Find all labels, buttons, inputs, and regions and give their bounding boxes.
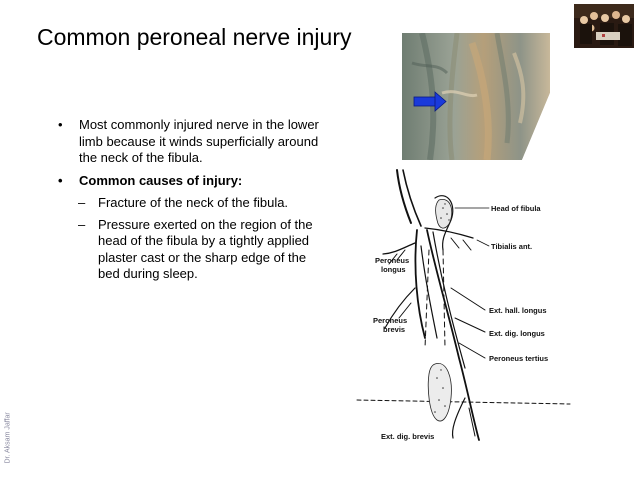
label-ext-dig-brevis: Ext. dig. brevis xyxy=(381,432,435,441)
dash-icon: – xyxy=(78,216,86,232)
label-peroneus-longus-line1: Peroneus xyxy=(375,256,410,265)
sub-bullet-item: – Fracture of the neck of the fibula. xyxy=(58,195,320,212)
bullet-text: Common causes of injury: xyxy=(79,172,243,188)
thumbnail-painting-image xyxy=(574,4,634,48)
slide-title: Common peroneal nerve injury xyxy=(37,24,352,50)
bullet-item: • Common causes of injury: xyxy=(58,173,320,190)
sub-bullet-text: Pressure exerted on the region of the he… xyxy=(98,216,313,282)
author-credit: Dr. Aksam Jaffar xyxy=(4,412,12,464)
label-head-of-fibula: Head of fibula xyxy=(491,204,541,213)
label-tibialis-ant: Tibialis ant. xyxy=(491,242,533,251)
nerve-diagram: Head of fibula Tibialis ant. Peroneus lo… xyxy=(355,168,585,448)
label-peroneus-tertius: Peroneus tertius xyxy=(489,354,549,363)
label-peroneus-longus-line2: longus xyxy=(381,265,406,274)
bullet-item: • Most commonly injured nerve in the low… xyxy=(58,117,320,167)
bullet-text: Most commonly injured nerve in the lower… xyxy=(79,117,319,165)
label-peroneus-brevis-line1: Peroneus xyxy=(373,316,408,325)
label-ext-dig-longus: Ext. dig. longus xyxy=(489,329,545,338)
bullet-list: • Most commonly injured nerve in the low… xyxy=(58,117,320,288)
sub-bullet-item: – Pressure exerted on the region of the … xyxy=(58,217,320,283)
label-ext-hall-longus: Ext. hall. longus xyxy=(489,306,547,315)
blue-arrow-icon xyxy=(413,91,447,112)
dissection-photo xyxy=(402,33,550,160)
bullet-dot-icon: • xyxy=(58,117,63,132)
dash-icon: – xyxy=(78,195,86,210)
label-peroneus-brevis-line2: brevis xyxy=(383,325,406,334)
bullet-dot-icon: • xyxy=(58,172,63,188)
sub-bullet-text: Fracture of the neck of the fibula. xyxy=(98,195,289,210)
